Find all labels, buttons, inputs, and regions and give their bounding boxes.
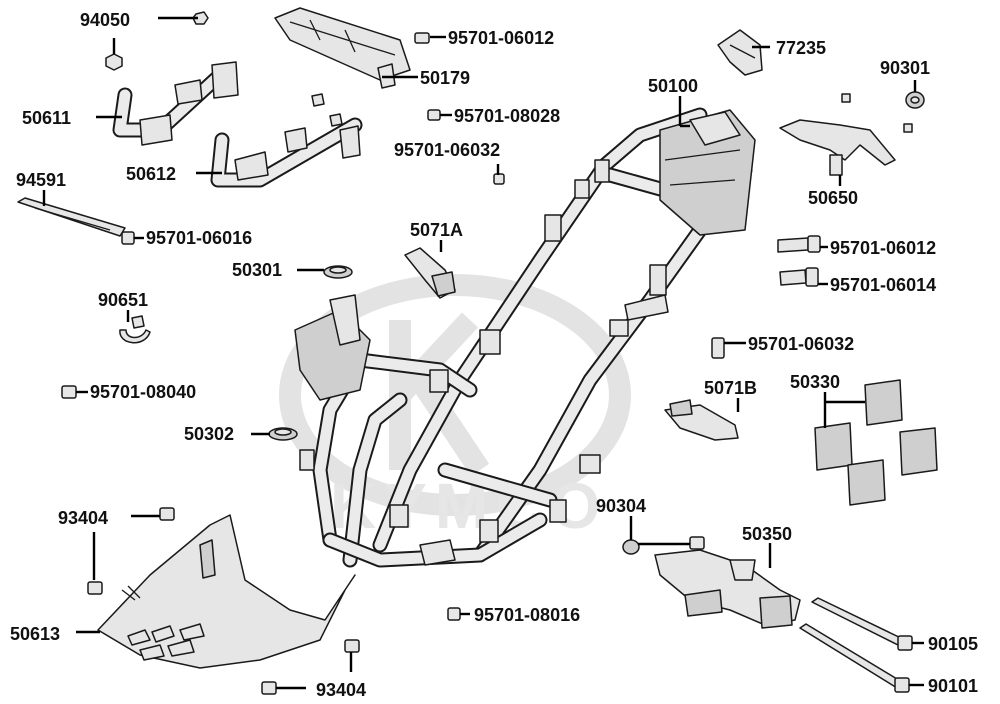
bracket-5071b-part bbox=[664, 399, 739, 441]
part-label: 50611 bbox=[22, 108, 71, 128]
grommet-50302-part bbox=[268, 427, 298, 441]
part-label: 50179 bbox=[420, 68, 470, 88]
part-label: 93404 bbox=[316, 680, 366, 700]
washer-90304-part bbox=[622, 536, 705, 555]
part-label: 50301 bbox=[232, 260, 282, 280]
washer-90301-part bbox=[905, 91, 925, 109]
part-label: 95701-06014 bbox=[830, 275, 936, 295]
part-label: 5071A bbox=[410, 220, 463, 240]
grommet-50301-part bbox=[323, 265, 353, 279]
main-frame-part bbox=[294, 107, 756, 568]
part-labels: 94050 95701-06012 50179 95701-08028 5061… bbox=[10, 10, 978, 700]
part-label: 95701-08040 bbox=[90, 382, 196, 402]
part-label: 95701-06012 bbox=[830, 238, 936, 258]
part-label: 50330 bbox=[790, 372, 840, 392]
part-label: 95701-08028 bbox=[454, 106, 560, 126]
part-label: 95701-06016 bbox=[146, 228, 252, 248]
part-label: 77235 bbox=[776, 38, 826, 58]
leader-lines bbox=[42, 16, 924, 690]
part-label: 50350 bbox=[742, 524, 792, 544]
bracket-50179-part bbox=[274, 7, 411, 89]
part-label: 95701-08016 bbox=[474, 605, 580, 625]
part-label: 94591 bbox=[16, 170, 66, 190]
bolt-set-right-part bbox=[711, 235, 821, 359]
part-label: 50302 bbox=[184, 424, 234, 444]
bracket-50611-part bbox=[112, 61, 239, 146]
part-label: 95701-06032 bbox=[748, 334, 854, 354]
part-label: 90651 bbox=[98, 290, 148, 310]
part-label: 50612 bbox=[126, 164, 176, 184]
part-label: 95701-06032 bbox=[394, 140, 500, 160]
bracket-5071a-part bbox=[404, 247, 456, 299]
part-label: 90301 bbox=[880, 58, 930, 78]
part-label: 5071B bbox=[704, 378, 757, 398]
engine-hanger-50350-part bbox=[654, 549, 801, 629]
part-label: 95701-06012 bbox=[448, 28, 554, 48]
part-label: 50613 bbox=[10, 624, 60, 644]
strap-94591-part bbox=[17, 197, 126, 237]
part-label: 94050 bbox=[80, 10, 130, 30]
part-label: 90105 bbox=[928, 634, 978, 654]
part-label: 93404 bbox=[58, 508, 108, 528]
bracket-77235-part bbox=[717, 29, 763, 76]
part-label: 90101 bbox=[928, 676, 978, 696]
bracket-50612-part bbox=[210, 93, 363, 188]
clamp-90651-part bbox=[119, 315, 151, 344]
part-label: 90304 bbox=[596, 496, 646, 516]
long-bolt-set-part bbox=[799, 597, 913, 693]
part-label: 50650 bbox=[808, 188, 858, 208]
pad-set-50330-part bbox=[814, 379, 938, 506]
part-label: 50100 bbox=[648, 76, 698, 96]
under-cover-50613-part bbox=[97, 514, 356, 669]
bracket-50650-part bbox=[779, 93, 913, 176]
